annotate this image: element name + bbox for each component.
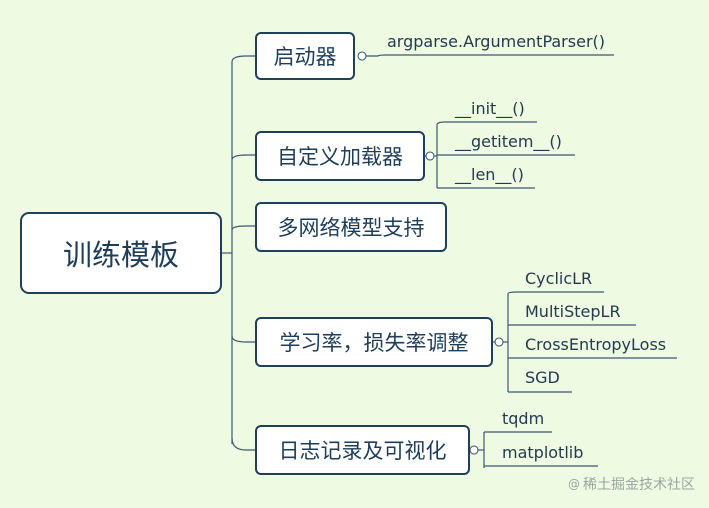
watermark-text: 稀土掘金技术社区 — [583, 477, 695, 493]
collapse-toggle-4 — [494, 337, 504, 347]
leaf-cycliclr[interactable]: CyclicLR — [525, 269, 593, 288]
leaf-argparse[interactable]: argparse.ArgumentParser() — [387, 32, 605, 51]
connector-branch-3 — [231, 225, 255, 231]
branch-node-label: 学习率，损失率调整 — [279, 331, 469, 355]
branch-node-lr-loss[interactable]: 学习率，损失率调整 — [255, 317, 493, 367]
connector-leaf-2-1 — [436, 121, 537, 126]
branch-node-custom-loader[interactable]: 自定义加载器 — [255, 131, 425, 181]
branch-node-multi-model[interactable]: 多网络模型支持 — [255, 202, 447, 252]
collapse-toggle-1 — [357, 51, 367, 61]
branch-node-label: 自定义加载器 — [277, 145, 403, 169]
branch-node-logging[interactable]: 日志记录及可视化 — [255, 425, 470, 475]
leaf-matplotlib[interactable]: matplotlib — [502, 443, 584, 462]
leaf-getitem[interactable]: __getitem__() — [455, 132, 562, 151]
branch-node-label: 启动器 — [273, 45, 337, 69]
branch-node-label: 日志记录及可视化 — [278, 439, 447, 463]
leaf-init[interactable]: __init__() — [455, 99, 525, 118]
root-node[interactable]: 训练模板 — [20, 212, 222, 294]
leaf-multisteplr[interactable]: MultiStepLR — [525, 302, 621, 321]
connector-branch-1 — [231, 55, 255, 63]
branch-node-launcher[interactable]: 启动器 — [255, 32, 355, 80]
leaf-crossentropyloss[interactable]: CrossEntropyLoss — [525, 335, 667, 354]
connector-branch-4 — [231, 335, 255, 343]
connector-branch-5 — [231, 437, 255, 451]
collapse-toggle-2 — [425, 151, 435, 161]
connector-leaf-4-1 — [507, 291, 604, 295]
leaf-len[interactable]: __len__() — [455, 165, 524, 184]
at-icon: @ — [568, 477, 580, 491]
root-node-label: 训练模板 — [62, 238, 179, 272]
branch-node-label: 多网络模型支持 — [277, 216, 425, 240]
leaf-sgd[interactable]: SGD — [525, 368, 560, 387]
leaf-tqdm[interactable]: tqdm — [502, 409, 545, 428]
connector-leaf-1-1 — [366, 54, 614, 57]
connector-branch-2 — [231, 154, 255, 161]
collapse-toggle-5 — [469, 445, 479, 455]
watermark: @ 稀土掘金技术社区 — [568, 474, 695, 494]
